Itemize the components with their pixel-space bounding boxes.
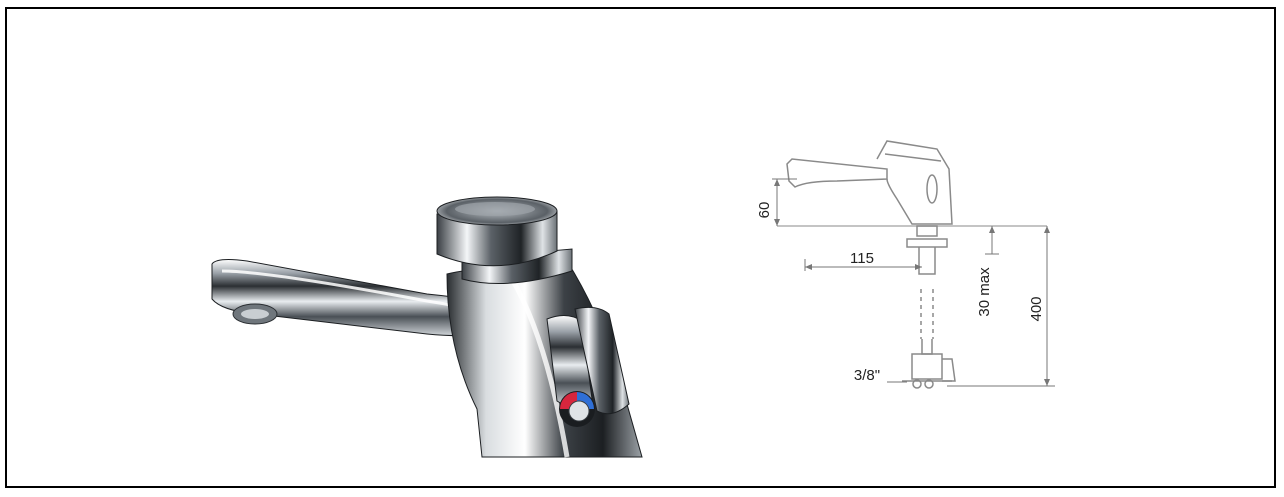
figure-frame: 60 115 30 max 400 3/8": [5, 7, 1276, 488]
push-cap-shape: [436, 196, 573, 284]
technical-drawing: 60 115 30 max 400 3/8": [756, 140, 1055, 389]
dim-400-label: 400: [1028, 296, 1045, 321]
dim-60-label: 60: [756, 202, 773, 219]
temperature-lever-shape: [546, 306, 630, 427]
dim-30max-label: 30 max: [976, 267, 993, 317]
dimension-arrows: [774, 179, 1050, 386]
faucet-photo: [211, 196, 643, 458]
connection-size-label: 3/8": [854, 367, 880, 384]
dim-115-label: 115: [850, 250, 874, 267]
dimension-lines: [772, 178, 1055, 387]
drawing-outline: [777, 140, 1047, 389]
